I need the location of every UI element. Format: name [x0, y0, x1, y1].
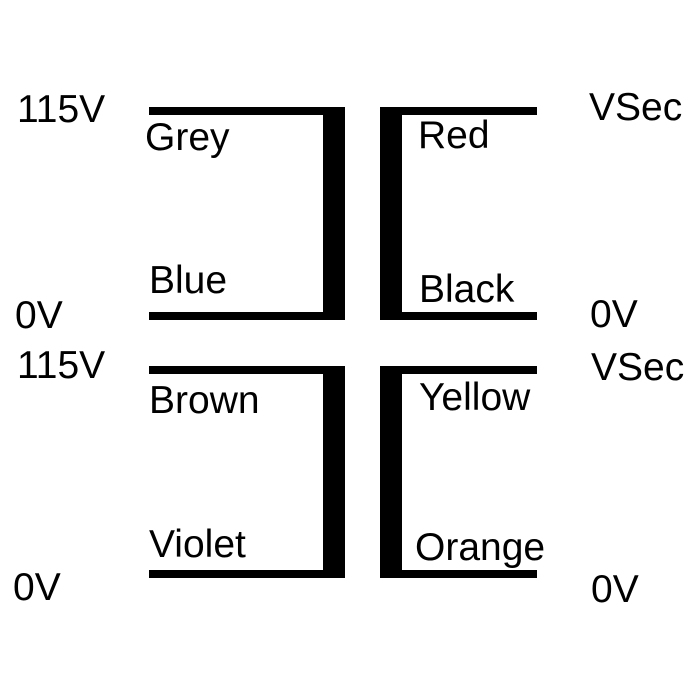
primary1-bottom-terminal-label: 0V — [15, 294, 63, 337]
primary2-bottom-terminal-label: 0V — [13, 566, 61, 609]
secondary1-top-wire-line — [380, 107, 537, 115]
secondary2-bottom-wire-label: Orange — [415, 526, 546, 569]
secondary1-core-bar — [380, 107, 402, 320]
winding-primary1 — [149, 107, 345, 320]
secondary2-top-terminal-label: VSec — [591, 346, 685, 389]
secondary2-top-wire-label: Yellow — [419, 376, 531, 419]
primary2-core-bar — [323, 366, 345, 578]
primary1-top-wire-line — [149, 107, 345, 115]
winding-secondary2 — [380, 366, 537, 578]
primary1-top-terminal-label: 115V — [17, 88, 106, 131]
secondary1-bottom-wire-label: Black — [419, 268, 515, 311]
primary2-top-wire-line — [149, 366, 345, 374]
primary2-bottom-wire-label: Violet — [149, 523, 246, 566]
primary2-top-terminal-label: 115V — [17, 344, 106, 387]
secondary2-core-bar — [380, 366, 402, 578]
primary1-core-bar — [323, 107, 345, 320]
primary1-top-wire-label: Grey — [145, 116, 230, 159]
secondary1-bottom-wire-line — [380, 312, 537, 320]
secondary2-top-wire-line — [380, 366, 537, 374]
winding-secondary1 — [380, 107, 537, 320]
secondary2-bottom-terminal-label: 0V — [591, 568, 639, 611]
primary1-bottom-wire-label: Blue — [149, 259, 228, 302]
secondary1-bottom-terminal-label: 0V — [590, 293, 638, 336]
primary2-top-wire-label: Brown — [149, 379, 260, 422]
primary1-bottom-wire-line — [149, 312, 345, 320]
winding-primary2 — [149, 366, 345, 578]
primary2-bottom-wire-line — [149, 570, 345, 578]
secondary1-top-terminal-label: VSec — [589, 86, 683, 129]
secondary2-bottom-wire-line — [380, 570, 537, 578]
secondary1-top-wire-label: Red — [418, 114, 490, 157]
